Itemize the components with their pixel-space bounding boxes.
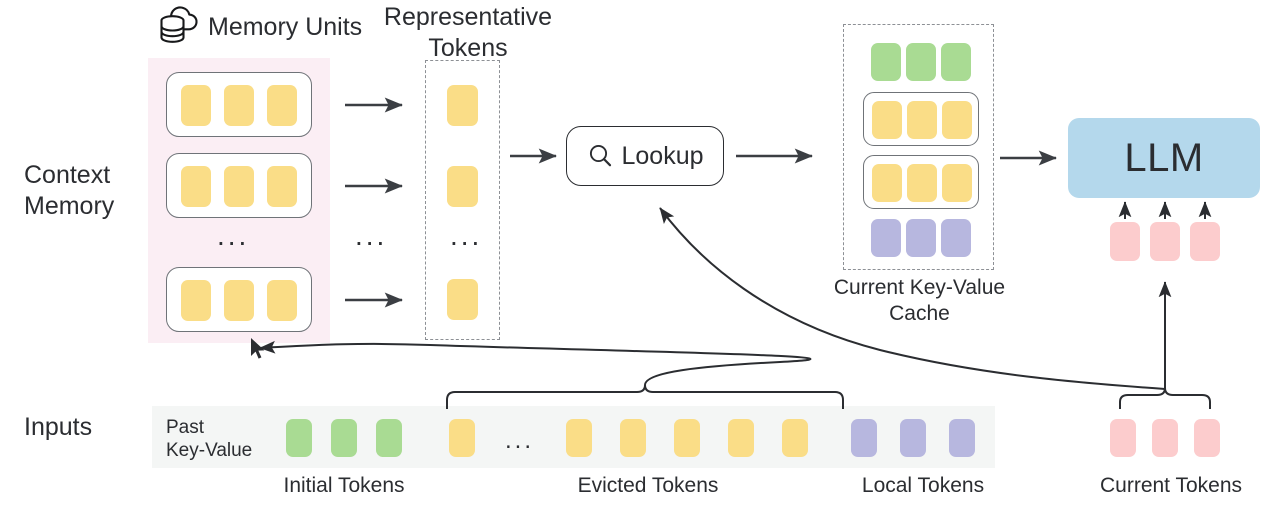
kv-cache-token-local [906, 219, 936, 257]
input-token-evicted [674, 419, 700, 457]
input-token-current [1194, 419, 1220, 457]
representative-token [447, 279, 478, 320]
memory-token [224, 166, 254, 207]
kv-cache-token-retrieved [907, 164, 937, 202]
input-token-initial [286, 419, 312, 457]
search-icon [586, 142, 614, 170]
caption-evicted-tokens: Evicted Tokens [577, 474, 719, 497]
kv-cache-token-local [871, 219, 901, 257]
memory-token [267, 280, 297, 321]
llm-label: LLM [1124, 135, 1204, 180]
input-token-evicted [782, 419, 808, 457]
input-token-evicted [449, 419, 475, 457]
memory-token [224, 85, 254, 126]
memory-token [181, 280, 211, 321]
heading-representative-tokens: Representative Tokens [383, 3, 553, 62]
input-token-current [1110, 419, 1136, 457]
arrow-evicted-to-context-memory [259, 340, 812, 386]
kv-cache-token-initial [906, 43, 936, 81]
input-token-local [949, 419, 975, 457]
kv-cache-token-local [941, 219, 971, 257]
input-token-evicted [728, 419, 754, 457]
arrow-group-tokens-to-llm [1118, 201, 1212, 219]
heading-memory-units: Memory Units [208, 13, 363, 41]
kv-cache-token-retrieved [907, 101, 937, 139]
past-key-value-label: Past Key-Value [166, 417, 253, 462]
kv-cache-token-retrieved [872, 101, 902, 139]
input-token-evicted [566, 419, 592, 457]
kv-cache-token-initial [941, 43, 971, 81]
evicted-tokens-ellipsis: ... [505, 427, 535, 454]
memory-token [224, 280, 254, 321]
memory-token [267, 85, 297, 126]
representative-tokens-box [425, 60, 500, 340]
llm-input-token [1150, 222, 1180, 261]
caption-initial-tokens: Initial Tokens [283, 474, 405, 497]
memory-token [181, 166, 211, 207]
caption-local-tokens: Local Tokens [861, 474, 985, 497]
input-token-evicted [620, 419, 646, 457]
input-token-current [1152, 419, 1178, 457]
input-token-local [900, 419, 926, 457]
representative-token [447, 85, 478, 126]
lookup-label: Lookup [621, 141, 704, 170]
representative-tokens-ellipsis: ... [450, 220, 483, 251]
memory-token [267, 166, 297, 207]
caption-current-kv-cache: Current Key-Value Cache [833, 276, 1006, 325]
input-token-initial [376, 419, 402, 457]
memory-unit[interactable] [166, 267, 312, 332]
llm-input-token [1190, 222, 1220, 261]
kv-cache-token-initial [871, 43, 901, 81]
llm-block[interactable]: LLM [1068, 118, 1260, 198]
memory-unit[interactable] [166, 72, 312, 137]
caption-current-tokens: Current Tokens [1099, 474, 1243, 497]
mouse-cursor [250, 337, 268, 363]
row-label-context-memory: Context Memory [24, 161, 115, 220]
brace-current-tokens [1119, 387, 1211, 409]
kv-cache-token-retrieved [872, 164, 902, 202]
summarize-arrows-ellipsis: ... [355, 220, 388, 251]
summarize-arrow-group [345, 97, 403, 308]
memory-unit[interactable] [166, 153, 312, 218]
memory-token [181, 85, 211, 126]
kv-cache-token-retrieved [942, 101, 972, 139]
kv-cache-retrieved-group [863, 92, 979, 146]
memory-units-ellipsis: ... [217, 220, 250, 251]
row-label-inputs: Inputs [24, 413, 93, 441]
kv-cache-retrieved-group [863, 155, 979, 209]
lookup-button[interactable]: Lookup [566, 126, 724, 186]
cloud-database-icon [155, 3, 203, 51]
representative-token [447, 166, 478, 207]
llm-input-token [1110, 222, 1140, 261]
input-token-local [851, 419, 877, 457]
input-token-initial [331, 419, 357, 457]
kv-cache-token-retrieved [942, 164, 972, 202]
